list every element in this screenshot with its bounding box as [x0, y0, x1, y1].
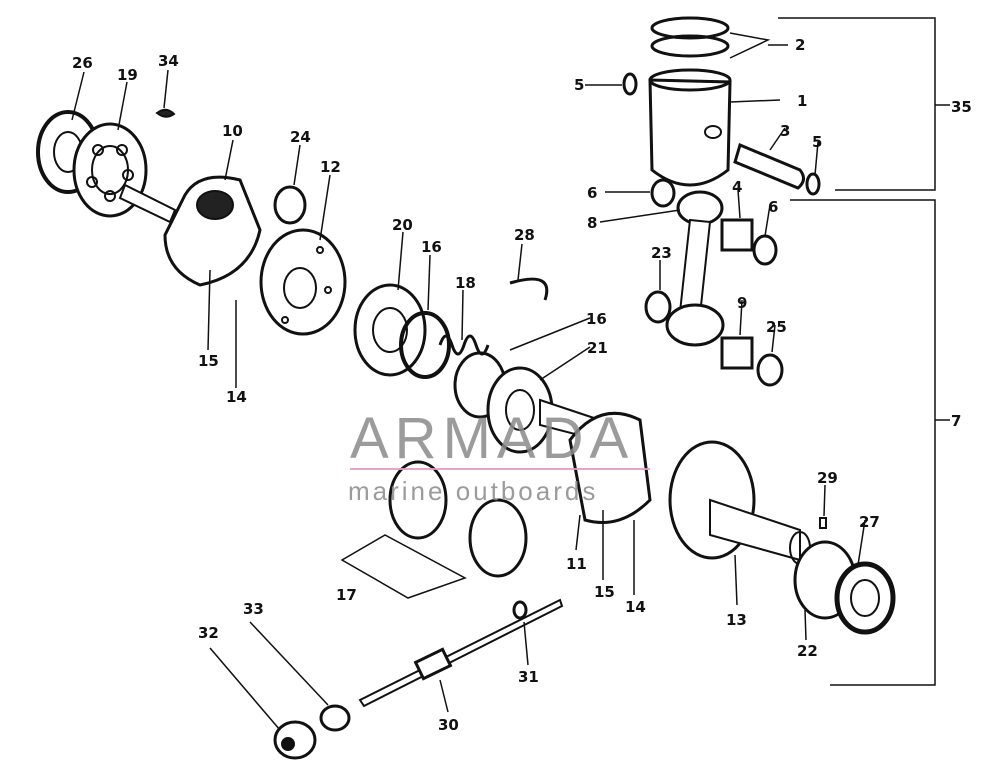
part-12-crank-disc — [259, 228, 347, 336]
callout-label: 9 — [737, 294, 747, 312]
part-13-crank-disc — [668, 440, 811, 565]
callout-label: 4 — [732, 178, 742, 196]
part-3-wrist-pin — [733, 142, 805, 190]
callout-label: 6 — [768, 198, 778, 216]
callout-label: 1 — [797, 92, 807, 110]
callout-label: 30 — [438, 716, 459, 734]
callout-label: 10 — [222, 122, 243, 140]
part-30-drive-shaft — [358, 598, 564, 708]
callout-label: 16 — [421, 238, 442, 256]
callout-label: 12 — [320, 158, 341, 176]
part-6-washer-2 — [752, 234, 778, 266]
callout-label: 23 — [651, 244, 672, 262]
part-33-bearing — [319, 704, 351, 732]
callout-label: 3 — [780, 122, 790, 140]
callout-label: 13 — [726, 611, 747, 629]
callout-label: 26 — [72, 54, 93, 72]
callout-label: 22 — [797, 642, 818, 660]
callout-label: 14 — [625, 598, 646, 616]
callout-label: 5 — [812, 133, 822, 151]
callout-label: 15 — [594, 583, 615, 601]
callout-label: 25 — [766, 318, 787, 336]
part-5-clip — [622, 72, 638, 96]
part-17-ring — [388, 460, 448, 540]
part-27-outer-race — [834, 561, 896, 635]
callout-label: 20 — [392, 216, 413, 234]
part-24-washer — [273, 185, 307, 225]
part-2-ring-2 — [650, 34, 730, 58]
part-34-key — [155, 108, 176, 118]
part-10-crank-web — [163, 175, 262, 287]
callout-label: 15 — [198, 352, 219, 370]
callout-label: 28 — [514, 226, 535, 244]
callout-label: 27 — [859, 513, 880, 531]
part-31-washer — [512, 600, 528, 620]
part-20-main-bearing — [353, 283, 427, 377]
callout-label: 7 — [951, 412, 961, 430]
callout-label: 33 — [243, 600, 264, 618]
callout-label: 32 — [198, 624, 219, 642]
part-1-piston — [648, 68, 732, 187]
callout-label: 35 — [951, 98, 972, 116]
callout-label: 17 — [336, 586, 357, 604]
part-8-connecting-rod — [665, 190, 725, 347]
callout-label: 16 — [586, 310, 607, 328]
callout-label: 8 — [587, 214, 597, 232]
part-25-washer — [756, 353, 784, 387]
callout-label: 2 — [795, 36, 805, 54]
part-32-bushing — [273, 720, 317, 760]
watermark-underline — [350, 468, 650, 470]
part-16-seal — [399, 311, 451, 379]
callout-label: 24 — [290, 128, 311, 146]
part-4-needle-bearing — [720, 218, 754, 252]
watermark-subtitle: marine outboards — [348, 476, 599, 506]
callout-label: 6 — [587, 184, 597, 202]
part-6-washer — [650, 178, 676, 208]
part-23-washer — [644, 290, 672, 324]
part-29-pin — [819, 517, 827, 529]
callout-label: 18 — [455, 274, 476, 292]
callout-label: 14 — [226, 388, 247, 406]
part-17-ring-2 — [468, 498, 528, 578]
part-11-crank-web — [568, 411, 652, 524]
callout-label: 29 — [817, 469, 838, 487]
part-9-needle-bearing — [720, 336, 754, 370]
part-28-retainer-clip — [509, 277, 549, 301]
callout-label: 5 — [574, 76, 584, 94]
callout-label: 19 — [117, 66, 138, 84]
part-21-bearing — [486, 366, 554, 454]
callout-label: 21 — [587, 339, 608, 357]
part-2-ring — [650, 16, 730, 40]
watermark-title: ARMADA — [350, 406, 635, 471]
callout-label: 34 — [158, 52, 179, 70]
callout-label: 31 — [518, 668, 539, 686]
callout-label: 11 — [566, 555, 587, 573]
part-5-clip-2 — [805, 172, 821, 196]
